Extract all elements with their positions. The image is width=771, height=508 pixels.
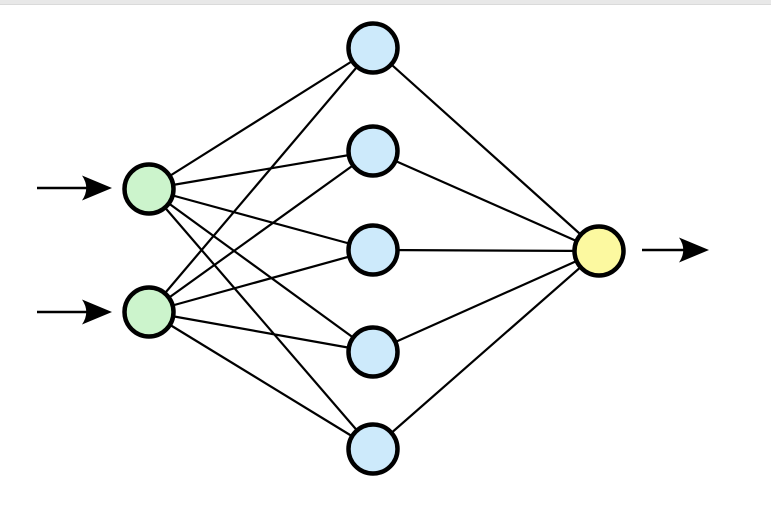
edge-input-1-to-hidden-4 [148, 188, 374, 353]
edge-input-2-to-hidden-5 [148, 311, 374, 450]
edge-input-1-to-hidden-3 [148, 187, 374, 252]
hidden-node-1 [346, 21, 400, 75]
edge-hidden-3-to-output-1 [372, 248, 600, 253]
output-arrow-head [679, 237, 709, 263]
edge-input-2-to-hidden-4 [148, 310, 374, 354]
input-node-1 [122, 162, 176, 216]
edge-hidden-2-to-output-1 [372, 149, 600, 253]
edge-hidden-4-to-output-1 [372, 249, 600, 354]
edge-input-1-to-hidden-5 [148, 188, 374, 450]
hidden-node-5 [346, 422, 400, 476]
input-arrow-2-head [82, 299, 112, 325]
edge-input-2-to-hidden-1 [148, 47, 374, 313]
window-top-edge [0, 0, 771, 5]
hidden-node-2 [346, 124, 400, 178]
hidden-node-4 [346, 325, 400, 379]
edge-input-2-to-hidden-2 [148, 150, 374, 313]
edge-hidden-1-to-output-1 [372, 47, 600, 252]
hidden-node-3 [346, 223, 400, 277]
input-arrow-1-head [82, 175, 112, 201]
edge-input-2-to-hidden-3 [148, 248, 374, 314]
input-node-2 [122, 285, 176, 339]
edge-input-1-to-hidden-1 [148, 47, 374, 190]
output-node-1 [572, 224, 626, 278]
edge-input-1-to-hidden-2 [148, 149, 374, 191]
edge-hidden-5-to-output-1 [372, 250, 600, 450]
